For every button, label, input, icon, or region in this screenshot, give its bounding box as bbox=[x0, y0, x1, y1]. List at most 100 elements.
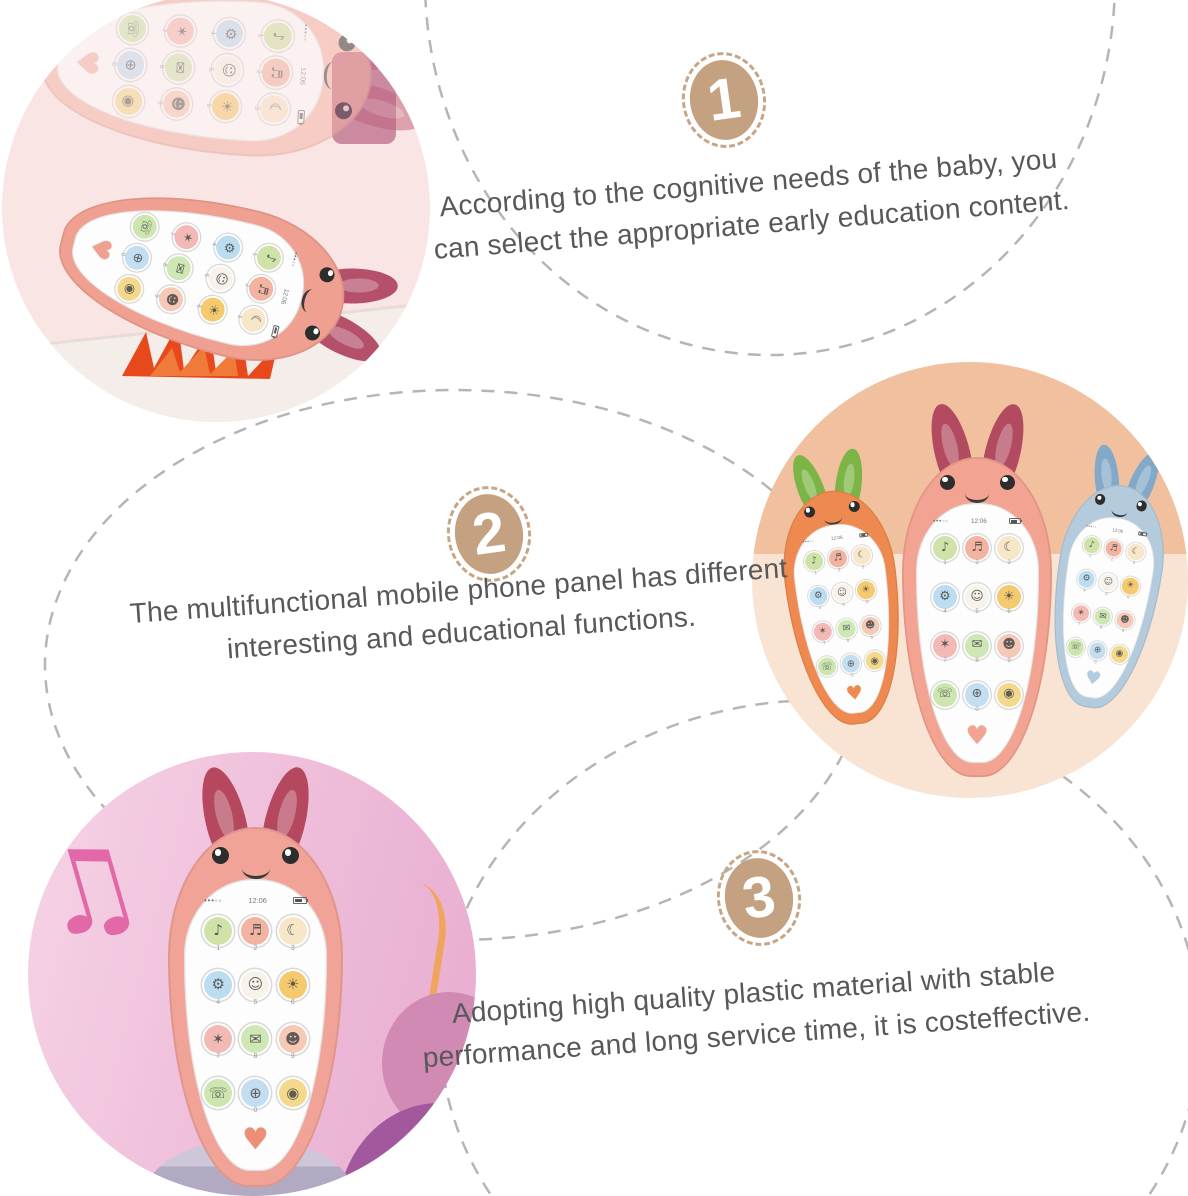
button-cell: ☀6 bbox=[190, 293, 227, 325]
photo-drop-test: •••◦◦ 12:06 ♪1♬2☾3⚙4☺5☀6✶7✉8☻9☏⊕0◉ ♥ bbox=[2, 0, 430, 422]
button-cell: ☾3 bbox=[997, 535, 1021, 568]
button-grid: ♪1♬2☾3⚙4☺5☀6✶7✉8☻9☏⊕0◉ bbox=[101, 205, 290, 339]
keypad-digit: 1 bbox=[257, 33, 265, 38]
keypad-digit: 8 bbox=[846, 637, 850, 643]
keypad-digit: 4 bbox=[943, 608, 947, 615]
eye-icon bbox=[334, 101, 353, 120]
button-cell: ◉ bbox=[997, 682, 1021, 715]
button-grid: ♪1♬2☾3⚙4☺5☀6✶7✉8☻9☏⊕0◉ bbox=[200, 908, 312, 1124]
button-cell: ☻9 bbox=[149, 283, 186, 314]
button-cell: ☺5 bbox=[205, 55, 242, 85]
toy-phone-falling-ghost: •••◦◦ 12:06 ♪1♬2☾3⚙4☺5☀6✶7✉8☻9☏⊕0◉ ♥ bbox=[37, 0, 430, 163]
battery-icon bbox=[270, 325, 280, 339]
keypad-digit: 0 bbox=[253, 1107, 258, 1115]
sleep-moon-icon: ☾ bbox=[259, 94, 289, 124]
button-cell: ⚙4 bbox=[1076, 569, 1096, 594]
button-cell: ☀6 bbox=[203, 91, 240, 121]
phone-panel: •••◦◦ 12:06 ♪1♬2☾3⚙4☺5☀6✶7✉8☻9☏⊕0◉ ♥ bbox=[59, 182, 317, 359]
piano-icon: ♬ bbox=[261, 58, 291, 87]
keypad-digit: 9 bbox=[290, 1052, 295, 1060]
button-cell: ♬2 bbox=[240, 273, 277, 304]
keypad-digit: 2 bbox=[975, 559, 979, 566]
button-cell: ◉ bbox=[278, 1079, 307, 1116]
keypad-digit: 3 bbox=[1132, 560, 1136, 566]
button-cell: ✶7 bbox=[812, 621, 834, 647]
sleep-moon-icon: ☾ bbox=[1126, 542, 1146, 562]
keypad-digit: 2 bbox=[1110, 556, 1114, 562]
button-cell: ⊕0 bbox=[241, 1079, 270, 1116]
button-cell: ☺5 bbox=[965, 584, 989, 617]
eye-icon bbox=[281, 846, 300, 865]
button-cell: ☺5 bbox=[832, 583, 853, 609]
music-note-icon: ♪ bbox=[263, 22, 293, 51]
button-cell: ♪1 bbox=[933, 535, 957, 568]
button-cell: ♪1 bbox=[204, 916, 233, 954]
battery-icon bbox=[297, 110, 305, 125]
button-cell: ◉ bbox=[864, 650, 886, 677]
button-cell: ⚙4 bbox=[204, 970, 233, 1008]
keypad-digit: 3 bbox=[290, 944, 295, 952]
eye-icon bbox=[338, 33, 356, 52]
camera-icon: ◉ bbox=[114, 86, 143, 116]
camera-icon: ◉ bbox=[1109, 644, 1129, 664]
sleep-moon-icon: ☾ bbox=[239, 305, 269, 335]
signal-dots-icon: •••◦◦ bbox=[932, 517, 949, 525]
button-cell: ♬2 bbox=[1103, 539, 1124, 563]
button-cell: ⚙4 bbox=[207, 19, 244, 49]
piano-icon: ♬ bbox=[241, 916, 270, 945]
bell-icon: ✶ bbox=[204, 1024, 233, 1053]
smile-icon bbox=[323, 61, 345, 90]
button-cell: ☻9 bbox=[860, 615, 881, 642]
keypad-digit bbox=[126, 222, 133, 224]
telephone-icon: ☏ bbox=[117, 14, 147, 44]
battery-icon bbox=[1009, 518, 1022, 525]
screen-time: 12:06 bbox=[830, 534, 843, 542]
button-cell: ♪1 bbox=[255, 22, 293, 51]
sun-icon: ☀ bbox=[197, 294, 227, 325]
cat-face-icon: ☺ bbox=[205, 263, 235, 294]
keypad-digit: 2 bbox=[255, 69, 263, 74]
bell-icon: ✶ bbox=[166, 17, 196, 46]
step-1-number: 1 bbox=[684, 55, 764, 145]
sun-icon: ☀ bbox=[1120, 576, 1140, 596]
phone-body: •••◦◦ 12:06 ♪1♬2☾3⚙4☺5☀6✶7✉8☻9☏⊕0◉ ♥ bbox=[37, 0, 377, 163]
eye-icon bbox=[1094, 493, 1107, 506]
battery-icon bbox=[859, 532, 869, 538]
button-cell: ✉8 bbox=[965, 633, 989, 666]
button-cell: ⊕0 bbox=[840, 653, 862, 680]
phone-status-bar: •••◦◦ 12:06 bbox=[929, 518, 1025, 525]
button-cell: ⚙4 bbox=[808, 586, 830, 612]
button-cell: ◉ bbox=[106, 86, 143, 116]
signal-dots-icon: •••◦◦ bbox=[300, 23, 311, 42]
signal-dots-icon: •••◦◦ bbox=[288, 250, 299, 268]
button-cell: ☻9 bbox=[154, 89, 192, 119]
music-note-icon: ♪ bbox=[933, 535, 957, 560]
heart-button: ♥ bbox=[242, 1122, 269, 1158]
button-cell: ☻9 bbox=[997, 633, 1021, 666]
keypad-digit: 0 bbox=[1094, 658, 1098, 665]
button-cell: ✉8 bbox=[156, 53, 194, 82]
button-cell: ☾3 bbox=[251, 94, 289, 124]
keypad-digit: 6 bbox=[290, 998, 295, 1006]
button-cell: ♪1 bbox=[804, 550, 825, 577]
button-cell: ✉8 bbox=[1092, 607, 1113, 631]
globe-icon: ⊕ bbox=[965, 682, 989, 707]
button-cell: ♬2 bbox=[253, 58, 291, 87]
eye-icon bbox=[211, 846, 230, 865]
eye-icon bbox=[939, 474, 955, 490]
button-cell: ☺5 bbox=[241, 970, 270, 1008]
button-cell: ⊕0 bbox=[965, 682, 989, 715]
baby-face-icon: ☻ bbox=[278, 1024, 307, 1053]
car-icon: ⚙ bbox=[213, 232, 243, 262]
photo-three-color-variants: •••◦◦ 12:06 ♪1♬2☾3⚙4☺5☀6✶7✉8☻9☏⊕0◉ ♥ bbox=[752, 362, 1188, 798]
signal-dots-icon: •••◦◦ bbox=[802, 537, 815, 546]
car-icon: ⚙ bbox=[808, 586, 829, 607]
keypad-digit: 0 bbox=[975, 706, 979, 713]
telephone-icon: ☏ bbox=[933, 682, 957, 707]
car-icon: ⚙ bbox=[215, 19, 244, 49]
keypad-digit: 8 bbox=[1099, 624, 1103, 631]
keypad-digit bbox=[1117, 663, 1118, 668]
cat-face-icon: ☺ bbox=[832, 583, 853, 604]
piano-icon: ♬ bbox=[247, 274, 277, 304]
button-grid: ♪1♬2☾3⚙4☺5☀6✶7✉8☻9☏⊕0◉ bbox=[99, 9, 298, 128]
